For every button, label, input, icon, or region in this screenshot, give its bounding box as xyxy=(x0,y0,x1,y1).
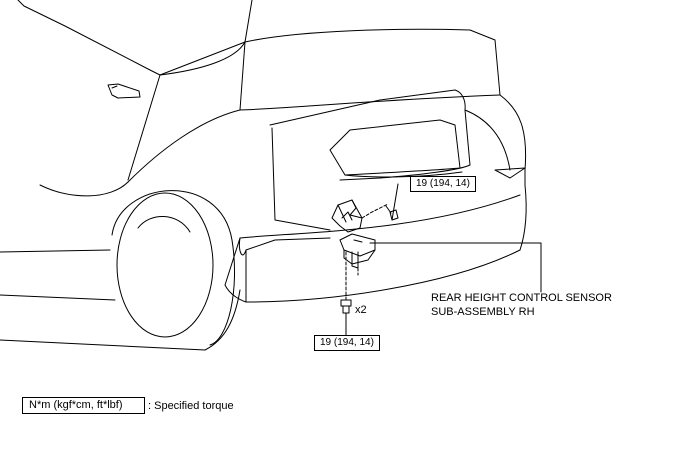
rear-hatch-outline xyxy=(224,28,527,303)
height-control-sensor xyxy=(339,233,376,269)
part-name-line1: REAR HEIGHT CONTROL SENSOR xyxy=(431,292,612,304)
legend-unit-box: N*m (kgf*cm, ft*lbf) xyxy=(22,397,145,414)
torque-callout-lower: 19 (194, 14) xyxy=(314,335,380,351)
lower-bolts xyxy=(340,251,359,336)
sensor-bracket xyxy=(331,199,363,233)
leader-lines xyxy=(369,242,542,293)
legend-description: : Specified torque xyxy=(148,400,234,412)
vehicle-body-outline xyxy=(0,0,253,351)
part-name-line2: SUB-ASSEMBLY RH xyxy=(431,306,535,318)
bolt-quantity-label: x2 xyxy=(355,304,367,316)
torque-callout-upper: 19 (194, 14) xyxy=(410,176,476,192)
upper-bolt xyxy=(361,183,399,221)
